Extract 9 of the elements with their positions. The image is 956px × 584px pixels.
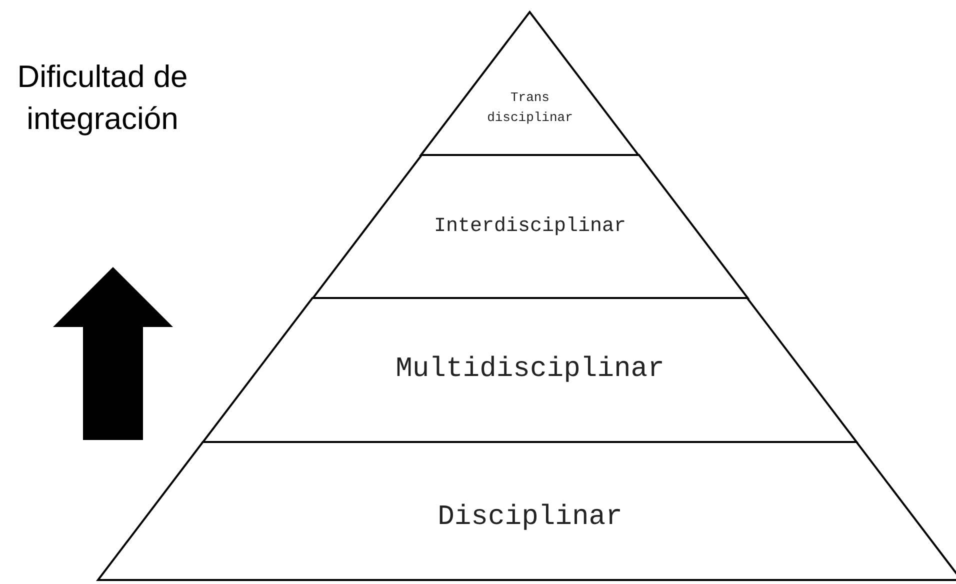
level-label: Disciplinar [436, 502, 624, 534]
pyramid-top [421, 12, 639, 155]
level-label: Multidisciplinar [394, 354, 666, 386]
level-label: Interdisciplinar [432, 214, 627, 238]
axis-label: Dificultad de integración [16, 58, 189, 138]
level-label: Trans disciplinar [486, 88, 574, 127]
pyramid-level [203, 298, 857, 442]
pyramid-level [98, 442, 956, 580]
pyramid-level [312, 155, 748, 298]
